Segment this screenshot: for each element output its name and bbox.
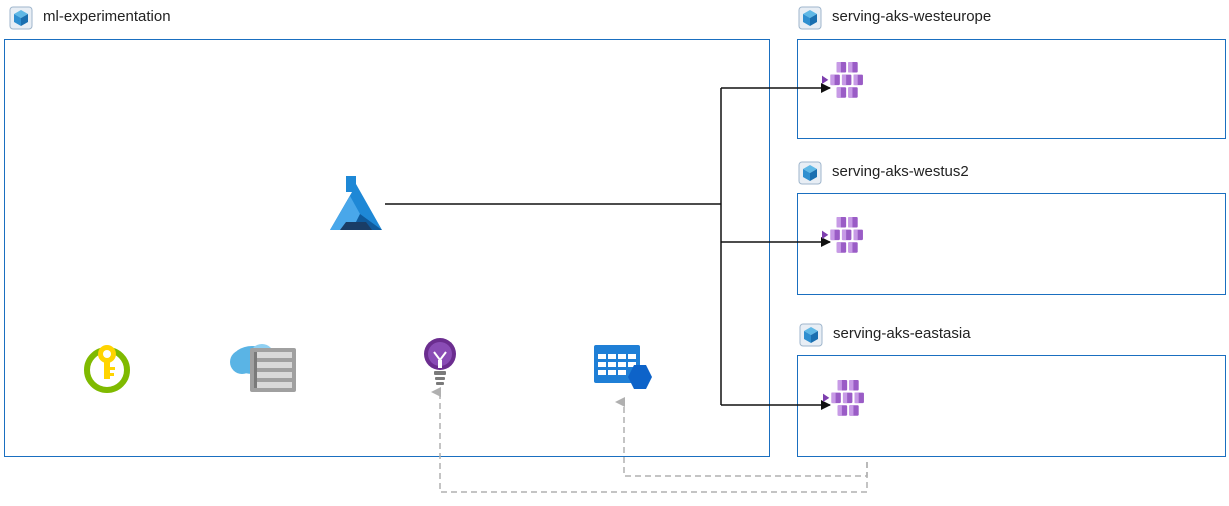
- dashed-to-container-registry: [615, 397, 868, 477]
- group-label-serving-westus2: serving-aks-westus2: [832, 163, 969, 180]
- deployment-connectors: [385, 83, 831, 410]
- storage-account-icon[interactable]: [230, 344, 296, 392]
- group-label-serving-westeurope: serving-aks-westeurope: [832, 8, 992, 25]
- group-label-serving-eastasia: serving-aks-eastasia: [833, 325, 971, 342]
- application-insights-icon[interactable]: [424, 338, 456, 385]
- azure-machine-learning-icon[interactable]: [330, 176, 382, 230]
- monitoring-connectors: [431, 387, 868, 493]
- group-box-serving-westus2[interactable]: [797, 193, 1226, 295]
- kubernetes-service-icon[interactable]: [823, 380, 864, 416]
- kubernetes-service-icon[interactable]: [822, 62, 863, 98]
- key-vault-icon[interactable]: [84, 345, 130, 393]
- group-label-ml-experimentation: ml-experimentation: [43, 8, 171, 25]
- dashed-to-app-insights: [431, 387, 868, 493]
- kubernetes-service-icon[interactable]: [822, 217, 863, 253]
- group-box-ml-experimentation[interactable]: [4, 39, 770, 457]
- group-box-serving-eastasia[interactable]: [797, 355, 1226, 457]
- container-registry-icon[interactable]: [594, 345, 652, 389]
- group-box-serving-westeurope[interactable]: [797, 39, 1226, 139]
